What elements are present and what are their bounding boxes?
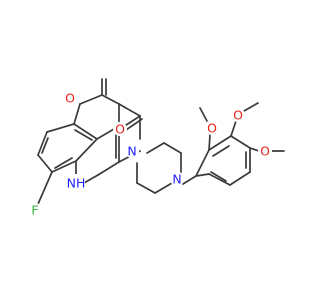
bond-line (54, 157, 73, 169)
atom-label-piperazine-n1: N (127, 144, 136, 159)
bond-line (208, 135, 232, 151)
bond-line (195, 149, 210, 177)
bond-line (79, 94, 103, 105)
bond-line (37, 171, 53, 205)
atom-label-methoxy-oxygen-2: O (207, 121, 217, 136)
bond-line (74, 129, 93, 141)
bond-line (243, 102, 259, 112)
atom-piperazine-n1: N (125, 144, 139, 159)
atom-label-layer: F NH O O N N O O (28, 91, 272, 218)
bond-line (136, 182, 156, 194)
bond-line (208, 173, 231, 186)
bond-line (101, 94, 120, 105)
bond-line (46, 123, 75, 133)
bond-line (163, 142, 182, 154)
bond-line (229, 171, 251, 186)
bond-line (75, 138, 98, 162)
bond-line (146, 142, 165, 154)
bond-line (41, 137, 49, 154)
bond-line (208, 134, 211, 151)
atom-label-methoxy-oxygen-4: O (260, 144, 270, 159)
atom-fluorine: F (28, 203, 42, 218)
bond-line (182, 175, 197, 185)
atom-piperazine-n4: N (170, 172, 184, 187)
bond-line (73, 103, 81, 125)
bond-line (83, 174, 99, 184)
bond-line (210, 171, 227, 182)
bond-line (212, 145, 230, 157)
atom-ketone-oxygen: O (63, 91, 77, 106)
bond-line (37, 131, 48, 156)
bond-line (230, 120, 237, 137)
bond-line (37, 154, 53, 173)
bond-line (97, 161, 120, 176)
atom-label-fluorine: F (31, 203, 38, 218)
atom-label-ketone-oxygen: O (65, 91, 75, 106)
atom-quinolone-nh: NH (67, 174, 86, 192)
bond-line (73, 123, 98, 140)
bond-line (199, 107, 208, 122)
bond-line (154, 182, 173, 194)
bond-line (230, 135, 251, 149)
atom-label-amide-oxygen: O (115, 122, 125, 137)
atom-methoxy-oxygen-4: O (258, 144, 272, 159)
atom-label-methoxy-oxygen-3: O (233, 108, 243, 123)
atom-methoxy-oxygen-2: O (205, 121, 219, 136)
molecule-structure: F NH O O N N O O (28, 78, 285, 218)
bond-line (118, 103, 141, 117)
atom-methoxy-oxygen-3: O (231, 108, 245, 123)
bond-line (249, 147, 260, 152)
bond-line (51, 160, 77, 173)
atom-label-quinolone-nh: NH (67, 176, 86, 191)
atom-amide-oxygen: O (113, 122, 127, 137)
bond-line (195, 173, 210, 177)
atom-label-piperazine-n4: N (172, 172, 181, 187)
